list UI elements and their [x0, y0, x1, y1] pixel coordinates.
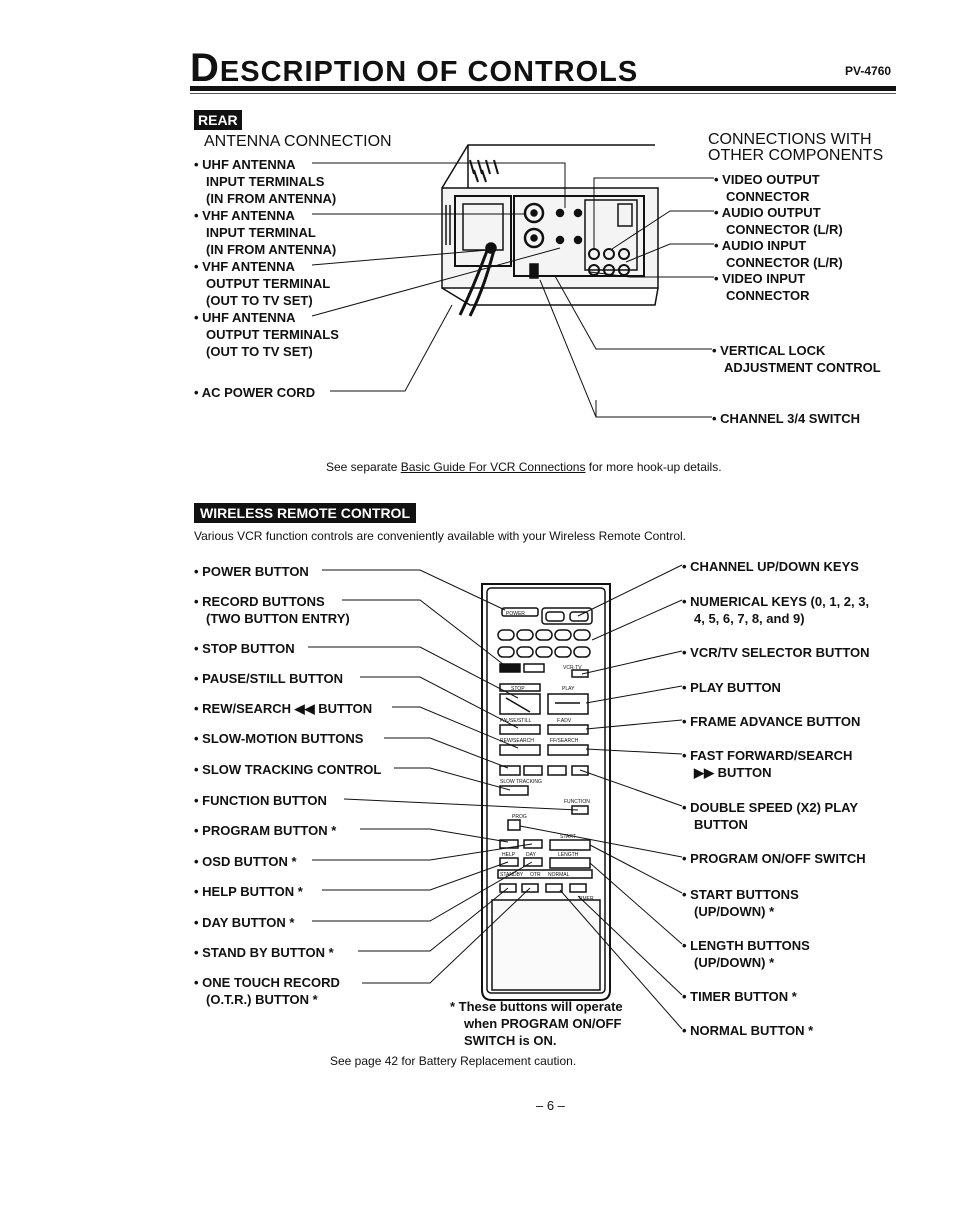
pause-still-button-label: PAUSE/STILL BUTTON — [194, 670, 343, 687]
channel-switch-label: CHANNEL 3/4 SWITCH — [712, 410, 860, 427]
antenna-connection-heading: ANTENNA CONNECTION — [204, 133, 392, 150]
program-onoff-switch-label: PROGRAM ON/OFF SWITCH — [682, 850, 866, 867]
remote-prog-text: PROG — [512, 814, 527, 820]
timer-button-label: TIMER BUTTON * — [682, 988, 797, 1005]
rear-section-tag: REAR — [194, 110, 242, 130]
title-rule — [190, 86, 896, 91]
length-buttons-label: LENGTH BUTTONS(UP/DOWN) * — [682, 937, 810, 971]
connections-guide-note: See separate Basic Guide For VCR Connect… — [326, 460, 722, 474]
normal-button-label: NORMAL BUTTON * — [682, 1022, 813, 1039]
other-components-heading-1: CONNECTIONS WITH — [708, 131, 872, 148]
channel-keys-label: CHANNEL UP/DOWN KEYS — [682, 558, 859, 575]
remote-help-text: HELP — [502, 852, 516, 858]
otr-button-label: ONE TOUCH RECORD(O.T.R.) BUTTON * — [194, 974, 340, 1008]
uhf-antenna-output-label: UHF ANTENNA OUTPUT TERMINALS (OUT TO TV … — [194, 309, 339, 360]
vhf-antenna-output-label: VHF ANTENNA OUTPUT TERMINAL (OUT TO TV S… — [194, 258, 330, 309]
other-components-heading-2: OTHER COMPONENTS — [708, 147, 884, 164]
video-output-label: VIDEO OUTPUT CONNECTOR — [714, 171, 820, 205]
audio-input-label: AUDIO INPUT CONNECTOR (L/R) — [714, 237, 843, 271]
remote-pause-text: PAUSE/STILL — [500, 718, 532, 724]
remote-function-text: FUNCTION — [564, 799, 590, 805]
power-button-label: POWER BUTTON — [194, 563, 309, 580]
remote-power-text: POWER — [506, 611, 525, 617]
remote-standby-text: STANDBY — [500, 872, 524, 878]
remote-intro: Various VCR function controls are conven… — [194, 529, 686, 543]
day-button-label: DAY BUTTON * — [194, 914, 294, 931]
ac-power-cord-label: AC POWER CORD — [194, 384, 315, 401]
page-number: – 6 – — [536, 1098, 565, 1113]
rear-leader-lines-left — [311, 162, 566, 392]
model-number: PV-4760 — [845, 64, 892, 78]
remote-slowtrack-text: SLOW TRACKING — [500, 779, 542, 785]
remote-leader-lines-left — [308, 569, 579, 984]
remote-vcrtv-text: VCR·TV — [563, 665, 582, 671]
battery-note: See page 42 for Battery Replacement caut… — [330, 1054, 577, 1068]
remote-otr-text: OTR — [530, 872, 541, 878]
play-button-label: PLAY BUTTON — [682, 679, 781, 696]
record-buttons-label: RECORD BUTTONS(TWO BUTTON ENTRY) — [194, 593, 350, 627]
vcr-rear-illustration — [441, 144, 659, 317]
audio-output-label: AUDIO OUTPUT CONNECTOR (L/R) — [714, 204, 843, 238]
slow-tracking-control-label: SLOW TRACKING CONTROL — [194, 761, 381, 778]
remote-rew-text: REW/SEARCH — [500, 738, 534, 744]
remote-section-tag: WIRELESS REMOTE CONTROL — [194, 503, 416, 523]
function-button-label: FUNCTION BUTTON — [194, 792, 327, 809]
remote-text: POWER VCR·TV STOP PLAY PAUSE/STILL F.ADV… — [500, 611, 594, 902]
frame-advance-label: FRAME ADVANCE BUTTON — [682, 713, 860, 730]
video-input-label: VIDEO INPUT CONNECTOR — [714, 270, 809, 304]
program-switch-footnote: * These buttons will operate when PROGRA… — [450, 999, 623, 1048]
osd-button-label: OSD BUTTON * — [194, 853, 296, 870]
remote-play-text: PLAY — [562, 686, 575, 692]
numeric-keys — [497, 629, 591, 658]
remote-normal-text: NORMAL — [548, 872, 570, 878]
remote-start-text: START — [560, 834, 576, 840]
remote-day-text: DAY — [526, 852, 537, 858]
slow-motion-buttons-label: SLOW-MOTION BUTTONS — [194, 730, 363, 747]
vertical-lock-label: VERTICAL LOCK ADJUSTMENT CONTROL — [712, 342, 881, 376]
title-rule-thin — [190, 93, 896, 94]
remote-length-text: LENGTH — [558, 852, 579, 858]
numerical-keys-label: NUMERICAL KEYS (0, 1, 2, 3,4, 5, 6, 7, 8… — [682, 593, 869, 627]
fast-forward-search-label: FAST FORWARD/SEARCH▶▶ BUTTON — [682, 747, 852, 781]
page-title: DESCRIPTION OF CONTROLS — [190, 46, 639, 90]
vhf-antenna-input-label: VHF ANTENNA INPUT TERMINAL (IN FROM ANTE… — [194, 207, 336, 258]
remote-ff-text: FF/SEARCH — [550, 738, 579, 744]
basic-guide-link[interactable]: Basic Guide For VCR Connections — [400, 460, 586, 474]
start-buttons-label: START BUTTONS(UP/DOWN) * — [682, 886, 799, 920]
remote-illustration — [481, 583, 611, 1001]
rew-search-button-label: REW/SEARCH ◀◀ BUTTON — [194, 700, 372, 717]
vcr-tv-selector-label: VCR/TV SELECTOR BUTTON — [682, 644, 869, 661]
remote-timer-text: TIMER — [578, 896, 594, 902]
rear-leader-lines-right — [539, 177, 714, 418]
remote-fadv-text: F.ADV — [557, 718, 572, 724]
help-button-label: HELP BUTTON * — [194, 883, 303, 900]
remote-leader-lines-right — [519, 564, 683, 1030]
remote-stop-text: STOP — [511, 686, 525, 692]
program-button-label: PROGRAM BUTTON * — [194, 822, 336, 839]
standby-button-label: STAND BY BUTTON * — [194, 944, 333, 961]
stop-button-label: STOP BUTTON — [194, 640, 294, 657]
uhf-antenna-input-label: UHF ANTENNA INPUT TERMINALS (IN FROM ANT… — [194, 156, 336, 207]
